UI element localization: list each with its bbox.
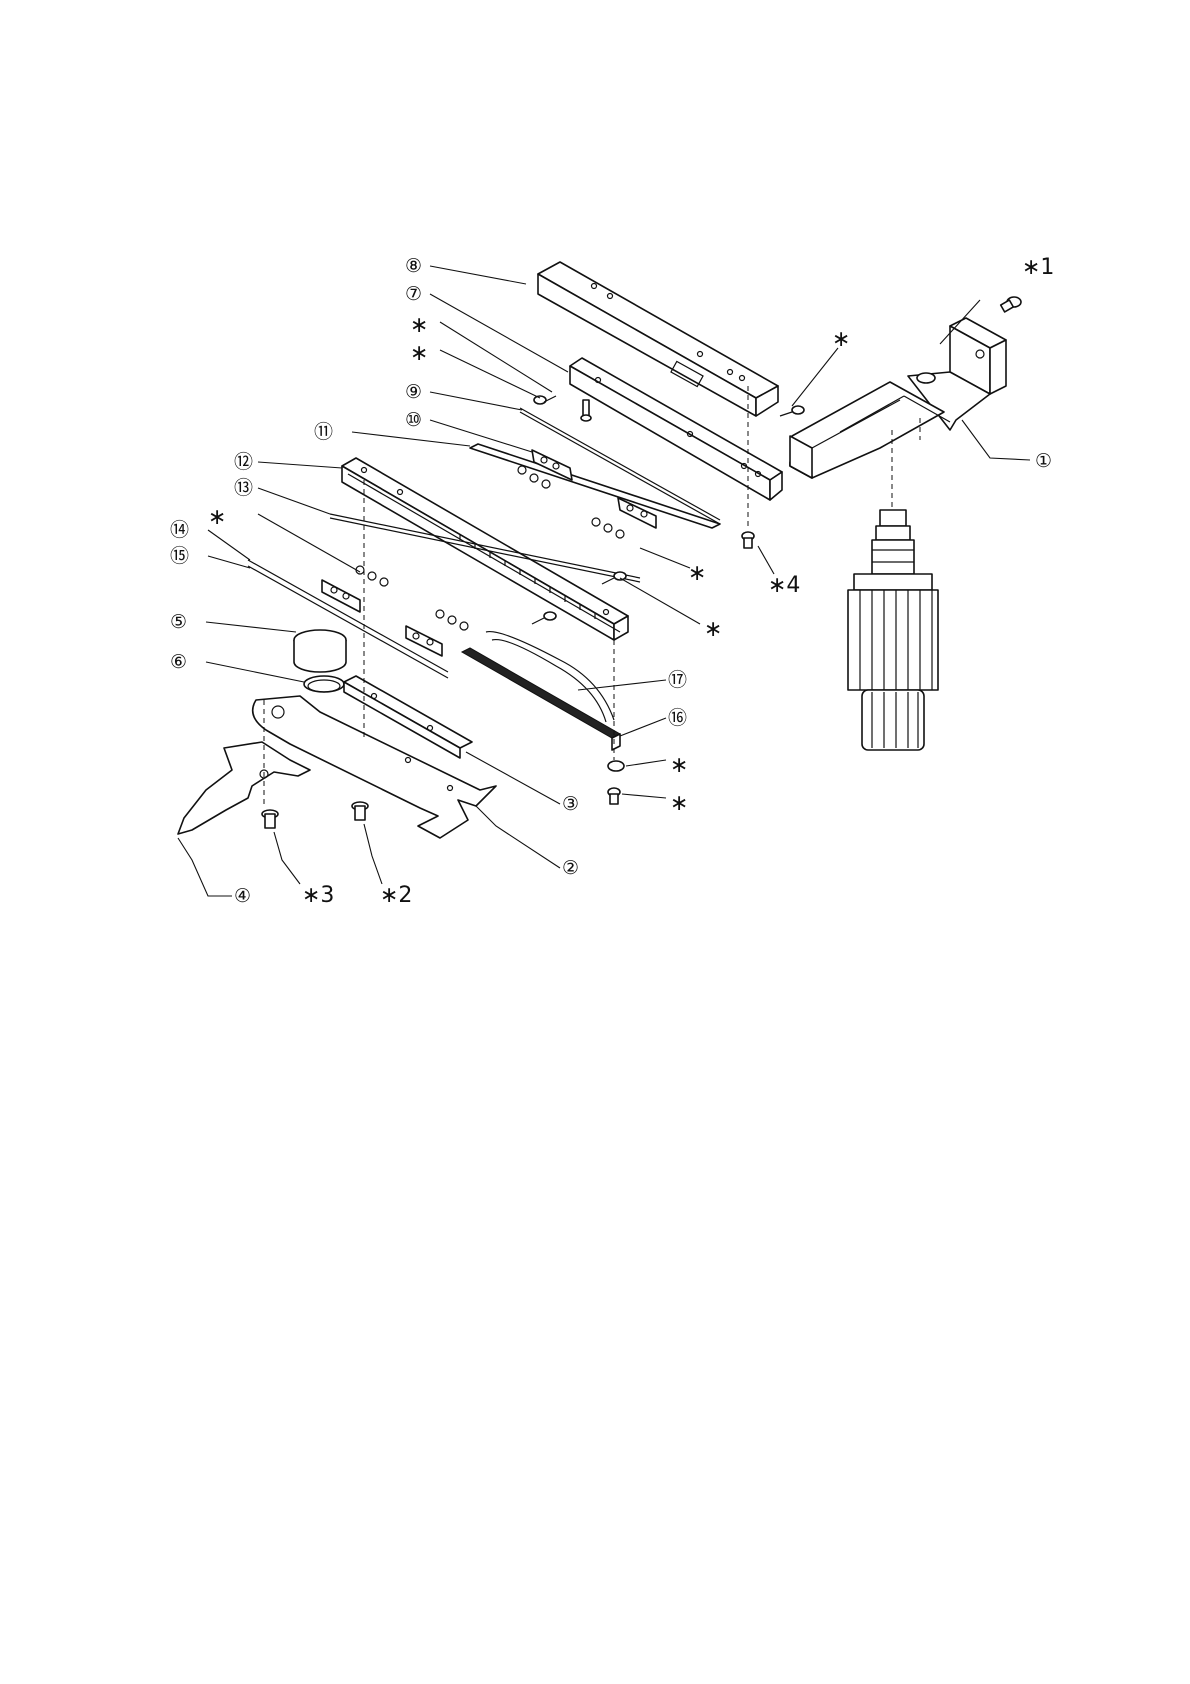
part-1-mounting-arm <box>790 318 1006 478</box>
part-4-clamp-arm <box>178 742 310 834</box>
label-part-15: ⑮ <box>170 545 189 567</box>
washer-lower <box>608 761 624 771</box>
part-16-rack <box>462 648 620 750</box>
motor-assembly <box>848 510 938 750</box>
part-6-ring <box>304 676 344 692</box>
part-14-15-strips <box>248 560 468 678</box>
label-star-c: ∗ <box>208 505 226 530</box>
screw-mid-right <box>602 572 626 584</box>
label-part-8: ⑧ <box>405 255 422 277</box>
label-star-f: ∗ <box>704 617 722 642</box>
label-part-1: ① <box>1035 450 1052 472</box>
screw-lower <box>608 788 620 804</box>
label-part-14: ⑭ <box>170 519 189 541</box>
label-star-3: ∗3 <box>302 883 334 908</box>
label-part-3: ③ <box>562 793 579 815</box>
label-part-2: ② <box>562 857 579 879</box>
label-part-10: ⑩ <box>405 409 422 431</box>
label-part-6: ⑥ <box>170 651 187 673</box>
label-part-17: ⑰ <box>668 669 687 691</box>
screw-upper-right <box>780 406 804 416</box>
label-part-12: ⑫ <box>234 451 253 473</box>
screw-2 <box>352 802 368 820</box>
part-5-cap <box>294 630 346 672</box>
part-8-top-cover <box>538 262 778 416</box>
screw-3 <box>262 810 278 828</box>
label-star-d: ∗ <box>832 327 850 352</box>
part-11-strip <box>470 444 720 528</box>
label-star-b: ∗ <box>410 341 428 366</box>
label-star-2: ∗2 <box>380 883 412 908</box>
label-star-a: ∗ <box>410 313 428 338</box>
part-10-bracket <box>518 450 656 538</box>
label-star-g: ∗ <box>670 753 688 778</box>
label-star-h: ∗ <box>670 791 688 816</box>
label-part-4: ④ <box>234 885 251 907</box>
label-part-11: ⑪ <box>314 421 333 443</box>
label-part-9: ⑨ <box>405 381 422 403</box>
screw-mid-left <box>532 612 556 624</box>
label-part-13: ⑬ <box>234 477 253 499</box>
screw-4 <box>742 532 754 548</box>
pin-upper <box>581 400 591 421</box>
label-star-4: ∗4 <box>768 573 800 598</box>
label-star-1: ∗1 <box>1022 255 1054 280</box>
label-part-7: ⑦ <box>405 283 422 305</box>
screw-1 <box>1001 297 1021 312</box>
label-part-5: ⑤ <box>170 611 187 633</box>
label-star-e: ∗ <box>688 561 706 586</box>
label-part-16: ⑯ <box>668 707 687 729</box>
